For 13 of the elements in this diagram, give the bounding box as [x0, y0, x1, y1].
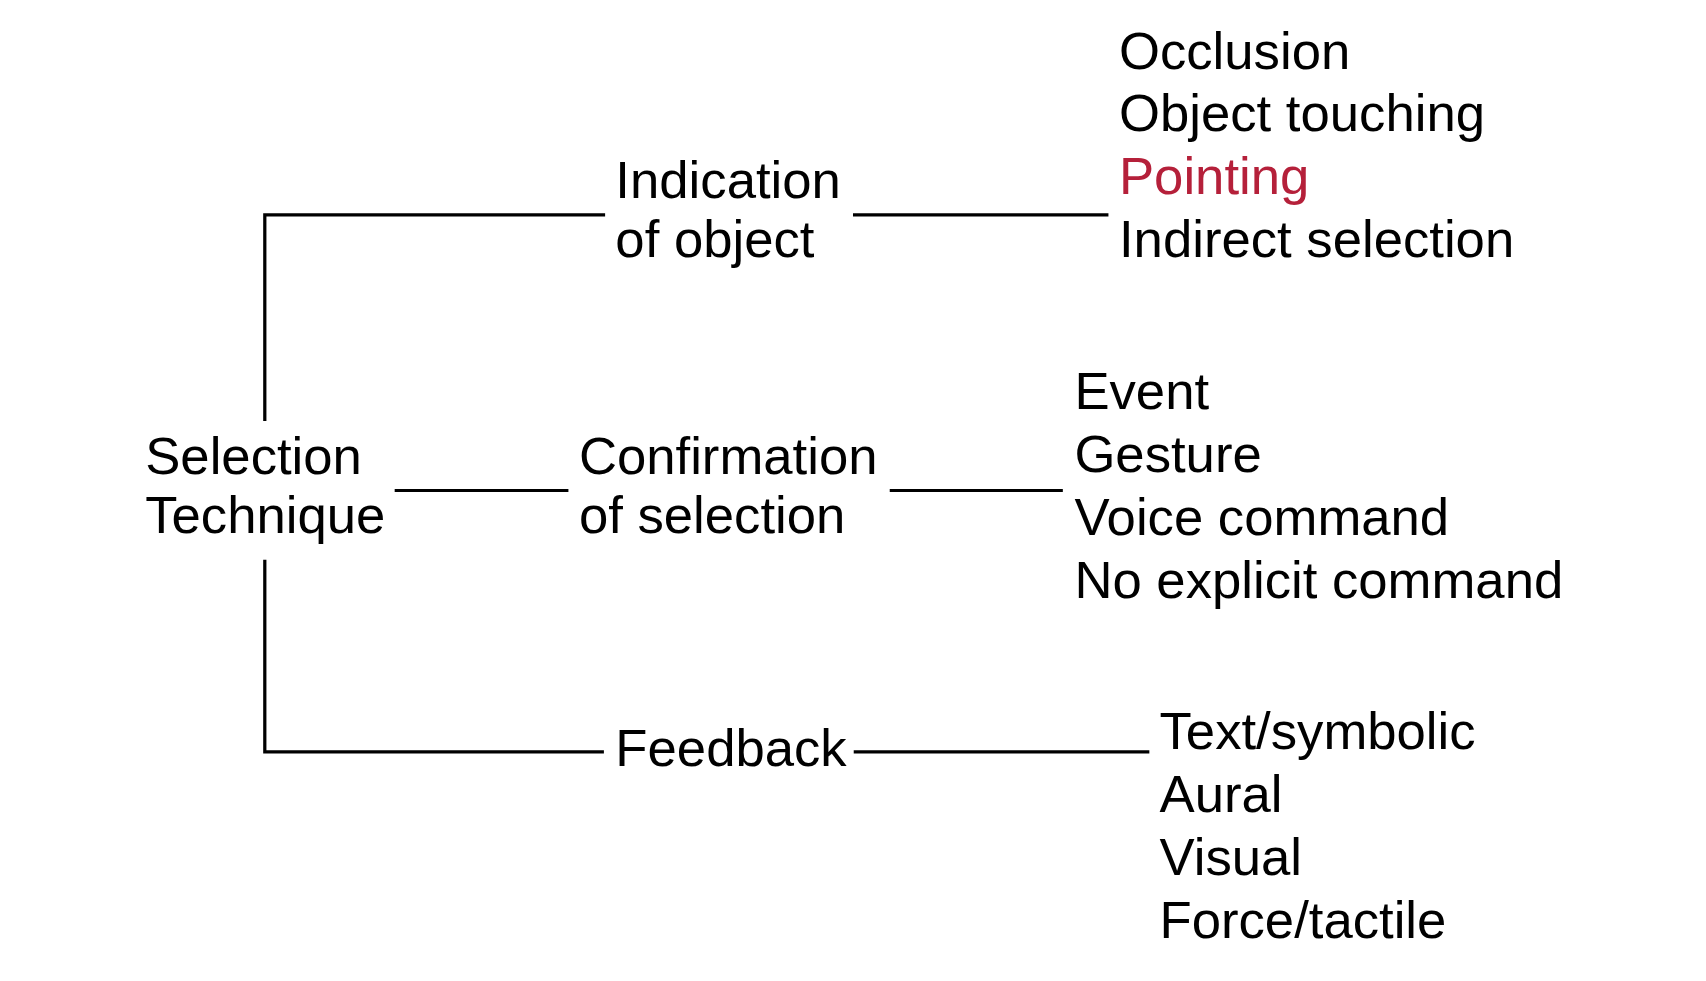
node-text: Confirmation of selection — [578, 425, 878, 544]
node-text: Event Gesture Voice command No explicit command — [1073, 361, 1563, 609]
connector — [394, 488, 568, 493]
node-text: Occlusion Object touching Pointing Indirect selection — [1118, 20, 1514, 269]
node-text: Text/symbolic Aural Visual Force/tactile — [1159, 701, 1476, 949]
connector — [852, 213, 1108, 217]
node-text: Feedback — [614, 717, 847, 777]
connector — [853, 750, 1149, 754]
node-text: Selection Technique — [144, 425, 385, 544]
connector — [262, 559, 604, 754]
node-text: Indication of object — [614, 150, 841, 269]
connector — [262, 213, 605, 421]
connector — [889, 488, 1063, 493]
